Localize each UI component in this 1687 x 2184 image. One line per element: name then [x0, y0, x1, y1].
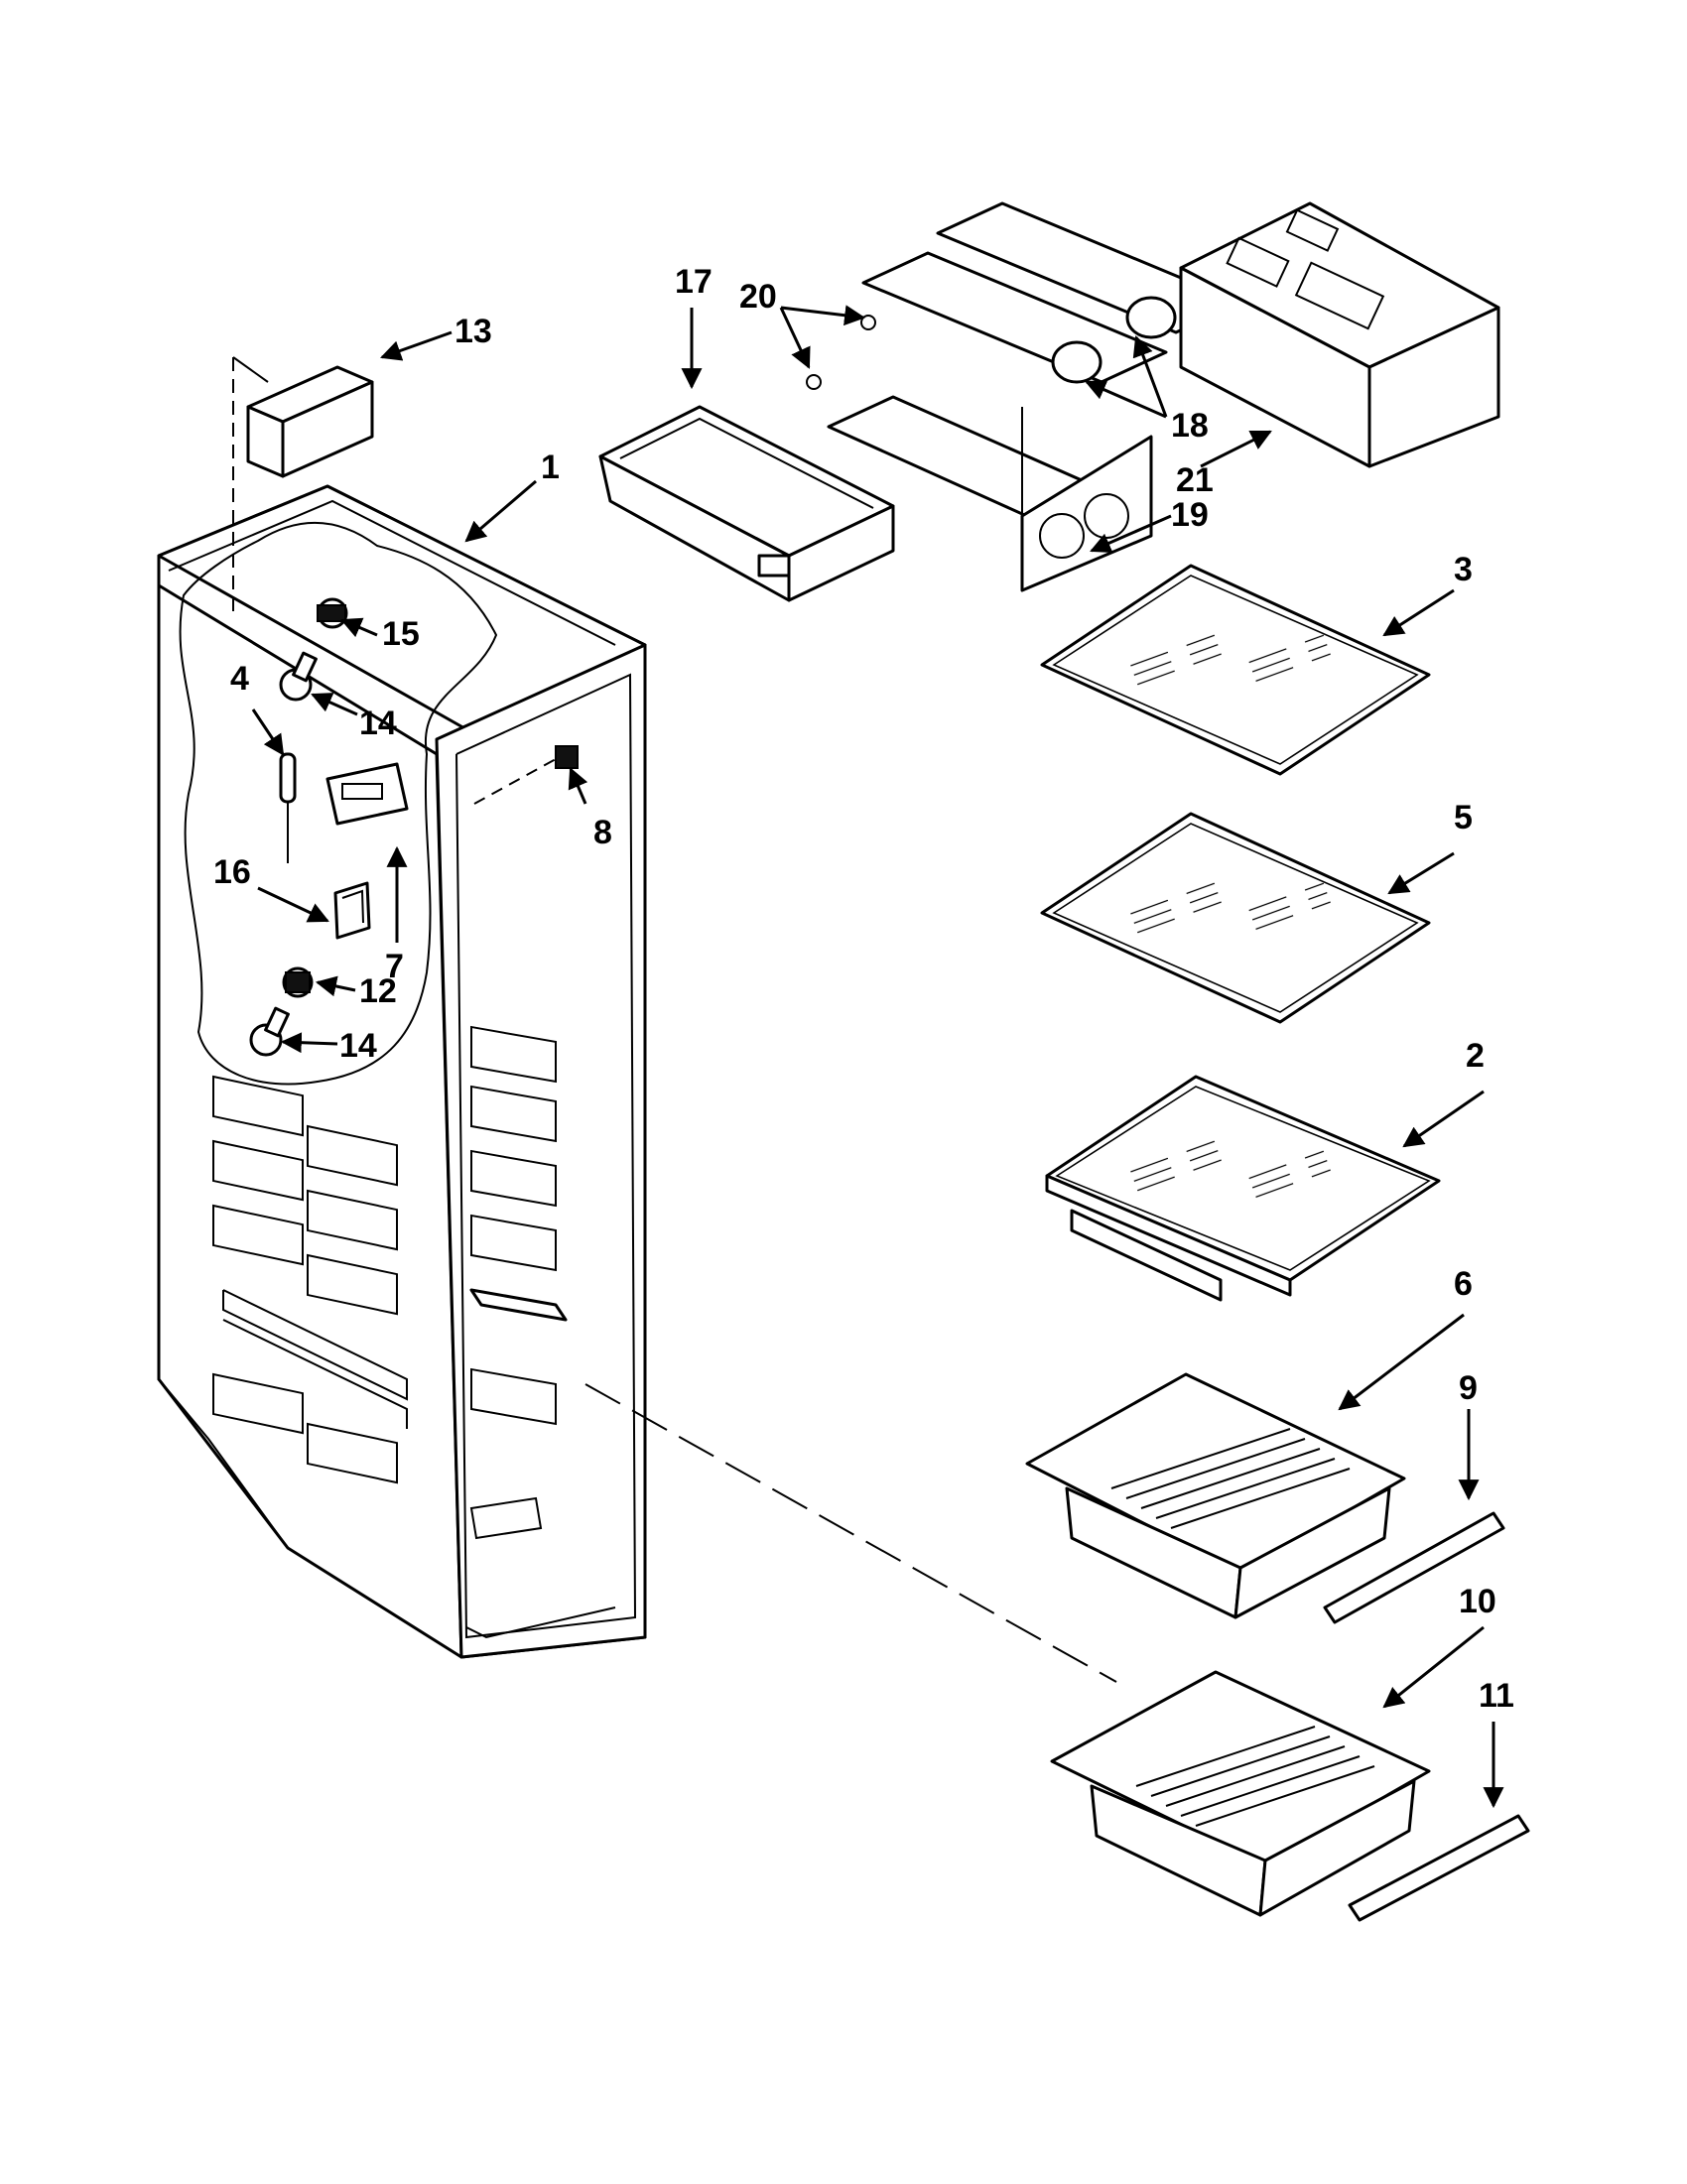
callout-9: 9 [1459, 1369, 1478, 1407]
callout-19: 19 [1171, 496, 1209, 534]
part-17-bin [598, 405, 895, 602]
part-4-thermistor [279, 752, 297, 863]
callout-20: 20 [739, 278, 777, 316]
callout-11: 11 [1479, 1677, 1514, 1715]
part-14-bulb-lower [249, 1006, 290, 1057]
callout-3: 3 [1454, 551, 1473, 588]
part-3-glass-shelf [1040, 564, 1431, 776]
callout-16: 16 [213, 853, 251, 891]
liner-vents-rear [469, 1025, 568, 1540]
assembly-line [584, 1383, 1117, 1683]
part-18-ice-trays [861, 201, 1242, 384]
part-8-switch [473, 745, 579, 805]
liner-vents-left [212, 1075, 408, 1484]
callout-4: 4 [230, 660, 249, 698]
callout-10: 10 [1459, 1583, 1496, 1620]
part-9-rail [1323, 1511, 1505, 1624]
part-20-clips [806, 315, 876, 390]
part-21-frame [1179, 201, 1500, 468]
part-13-cover [232, 356, 374, 615]
part-16-bracket [333, 881, 371, 940]
callout-14-lower: 14 [339, 1027, 377, 1065]
part-6-drawer [1025, 1372, 1406, 1619]
part-10-drawer [1050, 1670, 1431, 1917]
callout-15: 15 [382, 615, 420, 653]
callout-17: 17 [675, 263, 713, 301]
callout-2: 2 [1466, 1037, 1485, 1075]
callout-12: 12 [359, 972, 397, 1010]
callout-14-upper: 14 [359, 705, 397, 742]
part-2-glass-shelf-framed [1045, 1075, 1441, 1302]
part-14-bulb-upper [279, 651, 318, 702]
callout-labels: 1 2 3 4 5 6 7 8 9 10 11 12 13 14 14 15 1… [213, 263, 1514, 1715]
callout-8: 8 [593, 814, 612, 851]
part-7-control-housing [325, 762, 409, 826]
callout-6: 6 [1454, 1265, 1473, 1303]
part-15-lamp-socket [317, 597, 348, 629]
callout-18: 18 [1171, 407, 1209, 445]
part-11-rail [1348, 1814, 1530, 1922]
part-5-glass-shelf [1040, 812, 1431, 1024]
callout-1: 1 [541, 449, 560, 486]
callout-5: 5 [1454, 799, 1473, 836]
part-19-ice-tray-frame [827, 395, 1153, 592]
callout-7: 7 [385, 948, 404, 985]
leader-lines [251, 305, 1504, 1809]
part-12-lamp-socket [282, 966, 314, 998]
callout-21: 21 [1176, 461, 1214, 499]
callout-13: 13 [454, 313, 492, 350]
